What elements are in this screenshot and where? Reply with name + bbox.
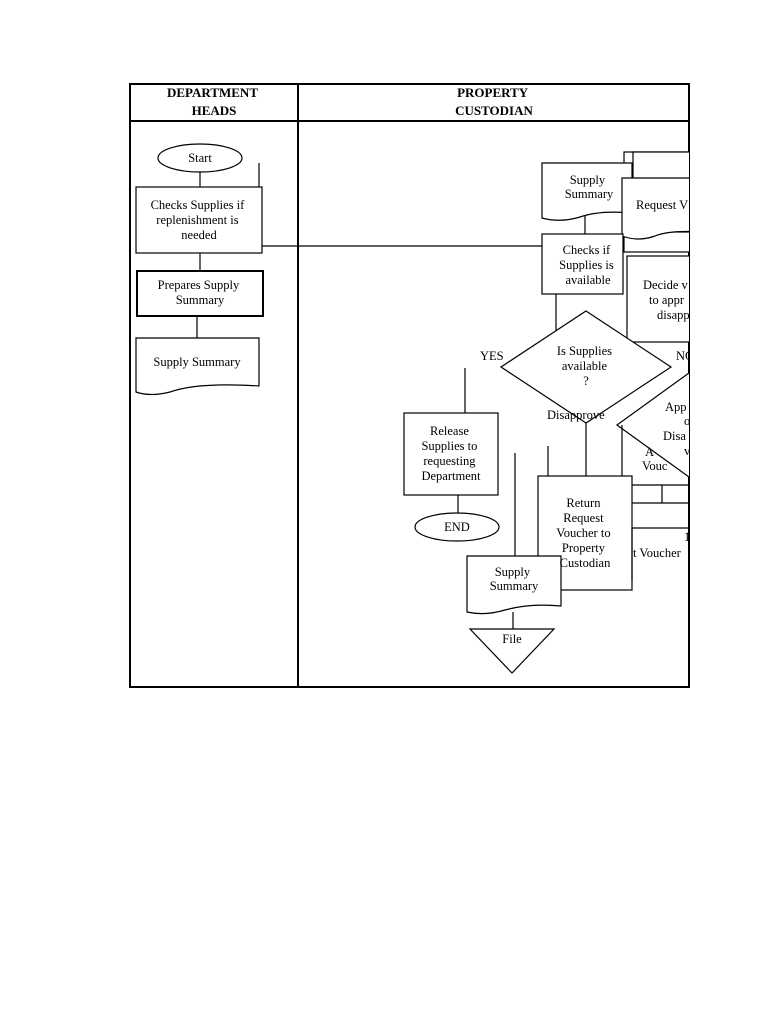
start-label: Start [188,151,212,165]
return-request-voucher-label: Return Request Voucher to Property Custo… [556,496,613,570]
approve-disapprove-decision [615,372,689,478]
prepares-supply-summary-process [136,270,264,317]
checks-supplies-process [135,186,263,254]
lane-header-property-custodian: PROPERTY CUSTODIAN [455,85,533,118]
file-label: File [502,632,522,646]
prepares-supply-summary-label: Prepares Supply Summary [158,278,243,307]
request-voucher-label: Request V [636,198,688,212]
decide-label: Decide v to appr disapp [643,278,691,322]
voucher-tail-label: 1 t Voucher [633,530,693,560]
supply-summary-document-bottom [466,555,562,615]
request-voucher-document [621,177,689,240]
disapprove-label: Disapprove [547,408,605,422]
end-label: END [444,520,470,534]
checks-if-available-label: Checks if Supplies is available [559,243,617,287]
supply-summary-document-dept [135,337,260,396]
is-supplies-available-label: Is Supplies available ? [557,344,615,388]
supply-summary-dept-label: Supply Summary [153,355,241,369]
lane-header-department-heads: DEPARTMENT HEADS [167,85,261,118]
checks-supplies-label: Checks Supplies if replenishment is need… [151,198,248,242]
end-terminator [414,512,500,542]
yes-label: YES [480,349,504,363]
approve-disapprove-label: App o Disa v [663,400,693,458]
file-storage-symbol [468,628,556,674]
voucher-partial-label: A Vouc [642,445,668,473]
supply-summary-top-label: Supply Summary [565,173,614,201]
supply-summary-bottom-label: Supply Summary [490,565,539,593]
release-supplies-process [403,412,499,496]
checks-if-available-process [541,233,624,295]
no-label: NO [676,349,694,363]
release-supplies-label: Release Supplies to requesting Departmen… [421,424,481,483]
decide-process [626,255,689,343]
